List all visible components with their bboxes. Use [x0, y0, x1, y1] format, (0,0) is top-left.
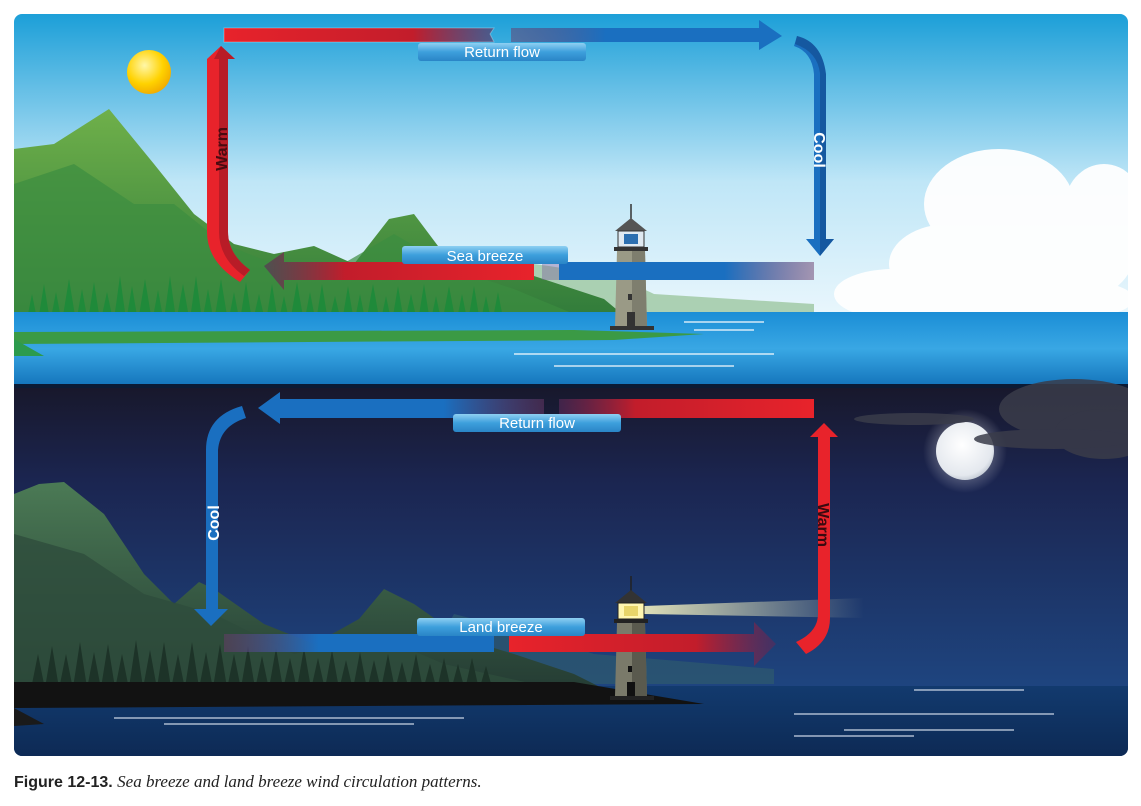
land-breeze-arrow-cool: [224, 634, 494, 652]
sea-breeze-label: Sea breeze: [447, 248, 524, 265]
night-panel: Return flow Land breeze Cool Warm: [14, 379, 1128, 756]
forest-night: [30, 640, 494, 694]
warm-label-night: Warm: [814, 503, 831, 547]
figure-number: Figure 12-13.: [14, 774, 113, 791]
cool-label-night: Cool: [206, 505, 223, 541]
circulation-diagram: Return flow Sea breeze Warm Cool: [14, 14, 1128, 756]
warm-label-day: Warm: [214, 127, 231, 171]
cool-sinking-arrow: [794, 36, 834, 256]
day-panel: Return flow Sea breeze Warm Cool: [14, 14, 1128, 386]
return-flow-label-night: Return flow: [499, 415, 575, 432]
figure-caption-text: Sea breeze and land breeze wind circulat…: [117, 772, 482, 791]
figure-caption: Figure 12-13. Sea breeze and land breeze…: [14, 772, 482, 792]
sea-breeze-arrow-cool: [559, 262, 814, 280]
land-breeze-label: Land breeze: [459, 619, 542, 636]
cool-sinking-arrow-night: [194, 406, 246, 626]
sea: [14, 312, 1128, 386]
return-flow-arrow-cool-day: [511, 20, 782, 50]
sea-breeze-arrow-warm: [264, 252, 534, 290]
land-breeze-arrow-warm: [509, 622, 776, 666]
warm-rising-arrow: [207, 46, 250, 282]
return-flow-arrow-warm-night: [559, 399, 814, 418]
light-beam: [644, 598, 864, 618]
cool-label-day: Cool: [810, 132, 827, 168]
sun-icon: [127, 50, 171, 94]
return-flow-arrow-warm-day: [224, 28, 494, 42]
warm-rising-arrow-night: [796, 423, 838, 654]
cloud-icon: [834, 149, 1128, 324]
moon-icon: [936, 422, 994, 480]
return-flow-label-day: Return flow: [464, 44, 540, 61]
night-cloud-icon: [854, 379, 1128, 459]
